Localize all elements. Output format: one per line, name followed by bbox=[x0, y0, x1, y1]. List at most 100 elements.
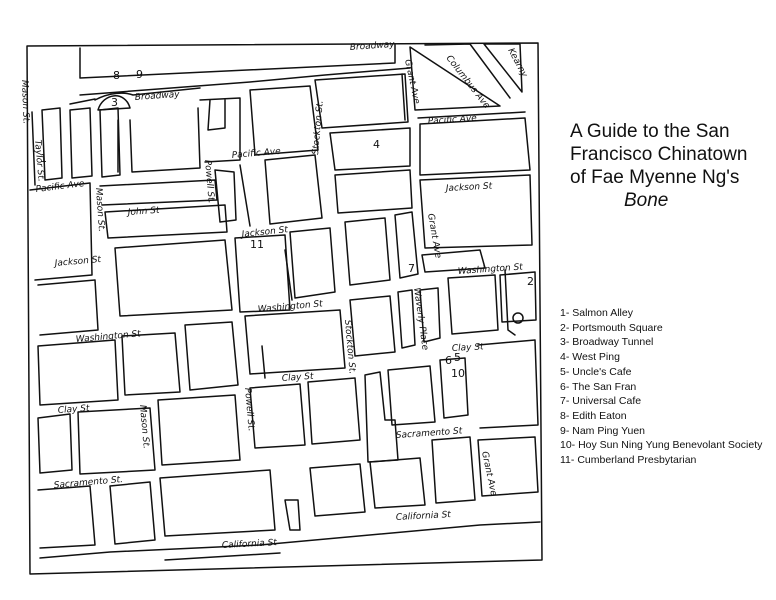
street-label-pacific-right: Pacific Ave bbox=[428, 114, 478, 127]
street-label-broadway-left: Broadway bbox=[135, 90, 181, 103]
marker-5: 5 bbox=[454, 351, 461, 364]
street-edge bbox=[99, 179, 218, 206]
block-outline bbox=[184, 321, 239, 391]
legend-item: 9- Nam Ping Yuen bbox=[560, 424, 646, 437]
block-outline bbox=[37, 413, 73, 474]
block-outline bbox=[329, 127, 411, 171]
street-edge bbox=[424, 43, 511, 99]
block-outline bbox=[419, 174, 533, 249]
block-outline bbox=[29, 182, 93, 281]
block-outline bbox=[307, 377, 361, 445]
block-outline bbox=[41, 107, 63, 181]
legend-item: 3- Broadway Tunnel bbox=[560, 336, 654, 349]
block-outline bbox=[477, 436, 539, 497]
marker-8: 8 bbox=[113, 69, 120, 82]
street-edge bbox=[401, 73, 406, 121]
block-outline bbox=[439, 357, 469, 419]
block-outline bbox=[199, 97, 241, 163]
legend-item: 7- Universal Cafe bbox=[560, 395, 642, 408]
block-outline bbox=[234, 234, 291, 313]
broadway-tunnel-outline bbox=[97, 95, 131, 111]
title-line-3: of Fae Myenne Ng's bbox=[570, 167, 740, 188]
block-outline bbox=[284, 499, 301, 531]
street-label-sacramento-right: Sacramento St bbox=[396, 426, 464, 441]
street-label-clay-left: Clay St bbox=[58, 404, 91, 416]
block-outline bbox=[364, 371, 399, 463]
block-outline bbox=[159, 469, 276, 537]
street-label-mason-top: Mason St. bbox=[19, 80, 31, 124]
marker-7: 7 bbox=[408, 262, 415, 275]
street-label-stockton-top: Stockton St. bbox=[311, 100, 326, 155]
street-label-broadway-top: Broadway bbox=[350, 40, 396, 53]
street-label-california-right: California St bbox=[396, 510, 452, 523]
block-outline bbox=[349, 295, 396, 357]
block-outline bbox=[157, 394, 241, 466]
block-outline bbox=[104, 204, 228, 239]
block-outline bbox=[264, 154, 323, 225]
block-outline bbox=[37, 339, 119, 406]
map-legend: 1- Salmon Alley 2- Portsmouth Square 3- … bbox=[560, 306, 762, 468]
legend-item: 6- The San Fran bbox=[560, 380, 637, 393]
street-edge bbox=[284, 249, 293, 301]
legend-item: 11- Cumberland Presbytarian bbox=[560, 454, 697, 467]
block-outline bbox=[309, 463, 366, 517]
street-label-mason-mid: Mason St. bbox=[93, 188, 106, 233]
block-outline bbox=[421, 249, 486, 273]
block-outline bbox=[369, 457, 426, 509]
street-label-jackson-mid: Jackson St bbox=[239, 225, 289, 240]
street-label-clay-right: Clay St bbox=[452, 342, 485, 354]
marker-10: 10 bbox=[451, 367, 465, 380]
legend-item: 2- Portsmouth Square bbox=[560, 321, 663, 334]
street-edge bbox=[94, 87, 201, 101]
legend-item: 5- Uncle's Cafe bbox=[560, 365, 632, 378]
block-outline bbox=[129, 107, 201, 173]
block-outline bbox=[483, 43, 523, 93]
legend-item: 10- Hoy Sun Ning Yung Benevolant Society bbox=[560, 439, 763, 452]
block-outline bbox=[37, 485, 96, 549]
street-edge bbox=[164, 552, 281, 561]
block-outline bbox=[121, 332, 181, 396]
marker-2: 2 bbox=[527, 275, 534, 288]
title-line-1: A Guide to the San bbox=[570, 121, 730, 142]
street-label-washington-right: Washington St bbox=[458, 262, 524, 277]
block-outline bbox=[344, 217, 391, 286]
map-title: A Guide to the San Francisco Chinatown o… bbox=[570, 120, 770, 212]
marker-4: 4 bbox=[373, 138, 380, 151]
street-label-taylor: Taylor St. bbox=[32, 139, 46, 182]
block-outline bbox=[409, 46, 501, 111]
block-outline bbox=[431, 436, 476, 504]
map-frame bbox=[26, 42, 543, 575]
block-outline bbox=[419, 117, 531, 176]
block-outline bbox=[244, 309, 346, 375]
street-edge bbox=[417, 111, 526, 119]
street-label-clay-mid: Clay St bbox=[282, 372, 315, 384]
block-outline bbox=[249, 85, 319, 156]
chinatown-street-map: Broadway Broadway Columbus Ave Kearny Gr… bbox=[19, 40, 543, 575]
block-outline bbox=[249, 383, 306, 449]
street-label-mason-bottom: Mason St. bbox=[137, 404, 151, 449]
street-label-sacramento-left: Sacramento St. bbox=[53, 475, 123, 491]
street-label-pacific-mid: Pacific Ave bbox=[231, 147, 281, 161]
block-outline bbox=[77, 407, 156, 475]
marker-9: 9 bbox=[136, 68, 143, 81]
street-edge bbox=[239, 164, 251, 227]
street-edge bbox=[261, 345, 266, 379]
block-outline bbox=[314, 73, 409, 129]
title-book-name: Bone bbox=[624, 190, 669, 211]
street-label-john: John St bbox=[126, 206, 161, 218]
block-outline bbox=[37, 279, 99, 336]
block-outline bbox=[99, 107, 121, 178]
marker-6: 6 bbox=[445, 354, 452, 367]
legend-item: 1- Salmon Alley bbox=[560, 307, 633, 319]
street-edge bbox=[477, 339, 539, 429]
legend-item: 8- Edith Eaton bbox=[560, 409, 627, 422]
street-edge bbox=[207, 99, 226, 131]
title-line-2: Francisco Chinatown bbox=[570, 144, 748, 165]
marker-3: 3 bbox=[111, 96, 118, 109]
street-label-powell-top: Powell St. bbox=[202, 159, 216, 204]
portsmouth-square-outline bbox=[499, 271, 537, 323]
street-edge bbox=[69, 98, 96, 105]
street-label-powell-bottom: Powell St. bbox=[242, 387, 256, 432]
street-label-california-left: California St bbox=[222, 538, 278, 551]
block-outline bbox=[419, 287, 441, 343]
